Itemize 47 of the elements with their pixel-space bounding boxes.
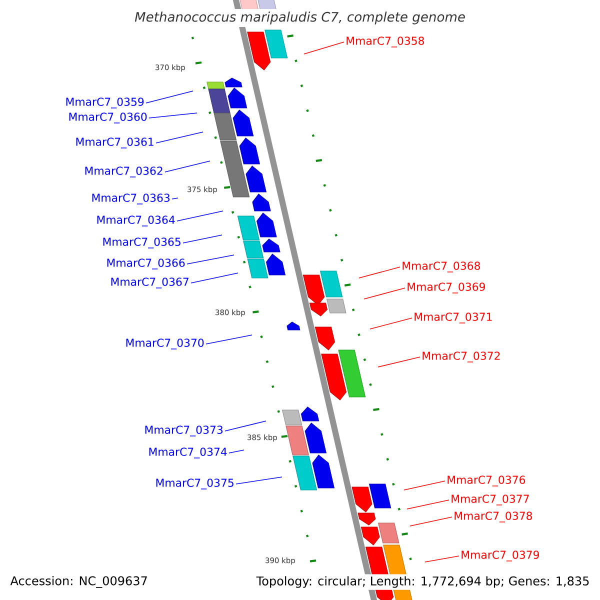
gene-label: MmarC7_0361: [76, 138, 154, 148]
leader-line: [358, 266, 400, 278]
leader-line: [236, 476, 282, 484]
leader-line: [378, 356, 420, 368]
gene-label: MmarC7_0363: [92, 194, 170, 204]
gene-label: MmarC7_0358: [346, 36, 424, 48]
leader-line: [176, 210, 224, 222]
gene-label: MmarC7_0371: [414, 312, 492, 324]
info-text: Topology: circular; Length: 1,772,694 bp; Genes: 1,835: [254, 574, 592, 590]
leader-line: [206, 334, 252, 344]
leader-line: [156, 132, 204, 144]
leader-line: [424, 556, 460, 562]
leader-line: [410, 516, 452, 526]
leader-line: [148, 112, 198, 118]
gene-label: MmarC7_0379: [462, 550, 539, 562]
leader-line: [190, 272, 238, 284]
gene-label: MmarC7_0375: [156, 478, 234, 490]
gene-label: MmarC7_0364: [97, 216, 175, 226]
gene-label: MmarC7_0360: [69, 112, 147, 124]
gene-label: MmarC7_0377: [452, 494, 529, 506]
leader-line: [404, 480, 446, 490]
leader-line: [370, 318, 412, 330]
gene-label: MmarC7_0365: [103, 238, 180, 248]
gene-label: MmarC7_0376: [448, 476, 526, 486]
leader-line: [406, 500, 450, 510]
leader-line: [172, 198, 178, 200]
leader-line: [186, 254, 234, 264]
gene-label: MmarC7_0369: [408, 282, 485, 294]
gene-label: MmarC7_0378: [454, 512, 532, 522]
gene-label: MmarC7_0366: [107, 258, 185, 270]
leader-line: [224, 420, 266, 432]
gene-label: MmarC7_0373: [145, 426, 223, 436]
gene-label: MmarC7_0370: [126, 338, 204, 350]
title: Methanococcus maripaludis C7, complete genome: [132, 9, 468, 27]
leader-line: [146, 90, 194, 104]
info-text: Accession: NC_009637: [8, 574, 150, 590]
gene-label: MmarC7_0359: [66, 98, 144, 108]
gene-label: MmarC7_0374: [149, 448, 227, 458]
leader-line: [228, 450, 244, 454]
leader-line: [304, 42, 344, 54]
gene-label: MmarC7_0362: [85, 166, 162, 178]
gene-label: MmarC7_0372: [422, 352, 500, 362]
leader-line: [364, 288, 406, 300]
leader-line: [182, 234, 222, 244]
gene-label: MmarC7_0367: [111, 278, 188, 288]
leader-line: [164, 160, 210, 172]
gene-label: MmarC7_0368: [402, 262, 480, 272]
